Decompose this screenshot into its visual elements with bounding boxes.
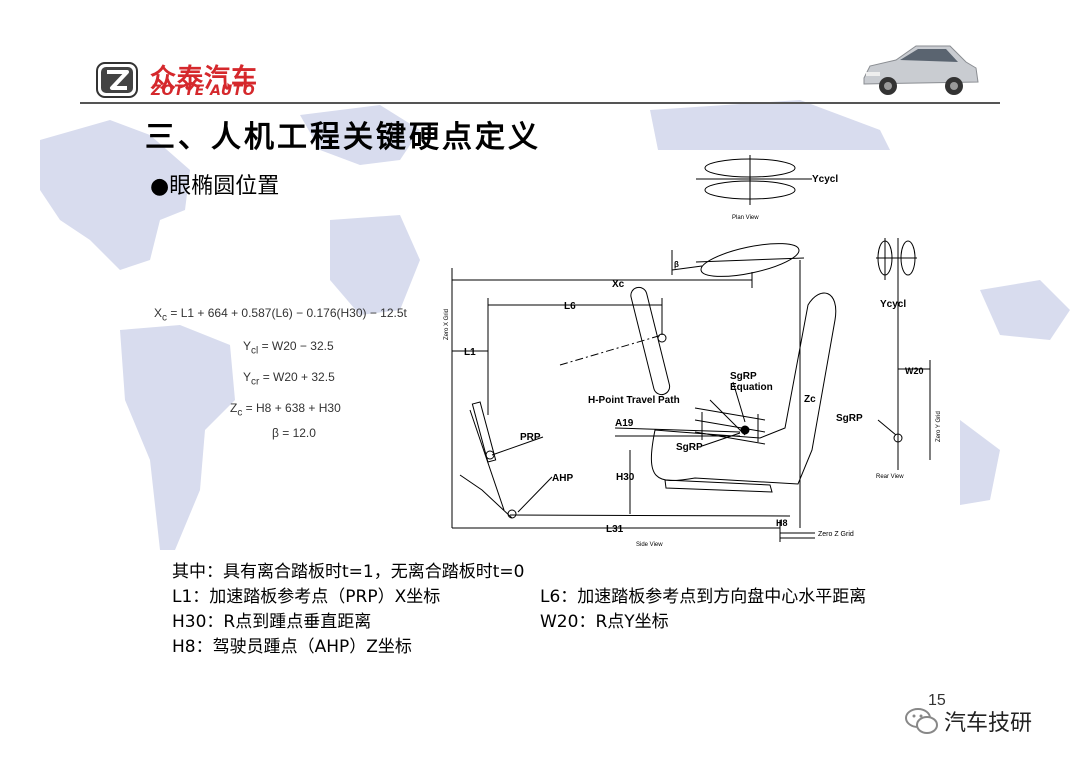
label-w20: W20 xyxy=(905,366,924,376)
label-a19: A19 xyxy=(615,418,634,429)
label-sgrp-side: SgRP xyxy=(676,442,703,453)
label-zc: Zc xyxy=(804,394,816,405)
header-divider xyxy=(80,102,1000,104)
formula-ycr: Ycr = W20 + 32.5 xyxy=(243,370,335,388)
note-l6-definition: L6：加速踏板参考点到方向盘中心水平距离 xyxy=(540,587,867,607)
label-prp: PRP xyxy=(520,432,541,443)
slide-title: 三、人机工程关键硬点定义 xyxy=(145,120,541,155)
note-clutch: 其中：具有离合踏板时t=1，无离合踏板时t=0 xyxy=(172,562,525,582)
formula-zc: Zc = H8 + 638 + H30 xyxy=(230,401,341,419)
label-l31: L31 xyxy=(606,524,624,535)
world-map-background xyxy=(40,100,1070,550)
eye-ellipse-diagram: Ycycl Plan View β Xc L6 L1 SgRP Equation… xyxy=(440,150,960,550)
bullet-eye-ellipse: ●眼椭圆位置 xyxy=(150,174,280,199)
label-zero-x-grid: Zero X Grid xyxy=(444,309,450,340)
label-h8: H8 xyxy=(776,518,788,528)
label-h30: H30 xyxy=(616,472,635,483)
brand-name-cn: 众泰汽车 xyxy=(150,64,259,94)
zotye-logo-icon xyxy=(96,62,138,98)
note-l1-definition: L1：加速踏板参考点（PRP）X坐标 xyxy=(172,587,441,607)
label-side-view: Side View xyxy=(636,542,663,548)
label-l6: L6 xyxy=(564,301,576,312)
label-ahp: AHP xyxy=(552,473,573,484)
label-ycycl-top: Ycycl xyxy=(812,174,838,185)
page-number: 15 xyxy=(928,692,946,709)
watermark-text: 汽车技研 xyxy=(944,711,1033,736)
formula-xc: Xc = L1 + 664 + 0.587(L6) − 0.176(H30) −… xyxy=(154,306,407,324)
label-sgrp-rear: SgRP xyxy=(836,413,863,424)
label-plan-view: Plan View xyxy=(732,215,759,221)
note-h8-definition: H8：驾驶员踵点（AHP）Z坐标 xyxy=(172,637,412,657)
formula-beta: β = 12.0 xyxy=(272,426,316,440)
label-h-point-travel-path: H-Point Travel Path xyxy=(588,395,680,406)
label-zero-y-grid: Zero Y Grid xyxy=(936,411,942,442)
formula-ycl: Ycl = W20 − 32.5 xyxy=(243,339,334,357)
note-h30-definition: H30：R点到踵点垂直距离 xyxy=(172,612,372,632)
note-w20-definition: W20：R点Y坐标 xyxy=(540,612,669,632)
car-image xyxy=(863,45,979,95)
label-rear-view: Rear View xyxy=(876,474,904,480)
label-ycycl-rear: Ycycl xyxy=(880,299,906,310)
label-xc: Xc xyxy=(612,279,625,290)
label-sgrp-equation-2: Equation xyxy=(730,382,773,393)
label-beta: β xyxy=(674,260,679,269)
label-l1: L1 xyxy=(464,347,476,358)
label-zero-z-grid: Zero Z Grid xyxy=(818,531,854,538)
label-sgrp-equation-1: SgRP xyxy=(730,371,757,382)
brand-name-en: ZOTYE AUTO xyxy=(151,83,256,99)
wechat-icon xyxy=(905,708,938,734)
